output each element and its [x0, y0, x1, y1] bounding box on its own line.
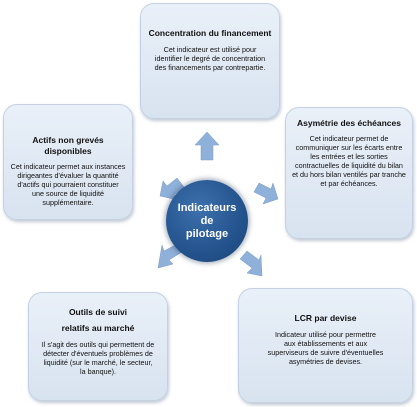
desc-line: liquidité (sur le marché, le secteur, [43, 358, 153, 367]
arrow-down-right [239, 250, 263, 277]
desc-line: Cet indicateur permet aux instances [10, 162, 126, 171]
desc-line: aux établissements et aux [283, 339, 368, 348]
desc-line: dirigeantes d'évaluer la quantité [17, 171, 119, 180]
box-asymetrie-echeances: Asymétrie des échéances Cet indicateur p… [285, 107, 413, 239]
desc-line: d'actifs qui pourraient constituer [17, 180, 119, 189]
desc-line: superviseurs de suivre d'éventuelles [267, 348, 384, 357]
box-title-line1: Outils de suivi [68, 307, 128, 317]
box-actifs-non-greves: Actifs non grevés disponibles Cet indica… [3, 104, 133, 220]
box-concentration-financement: Concentration du financement Cet indicat… [140, 3, 280, 119]
desc-line: la banque). [80, 367, 116, 376]
desc-line: Cet indicateur permet de [309, 134, 389, 143]
box-title: Concentration du financement [148, 28, 272, 38]
desc-line: des financements par contrepartie. [154, 63, 266, 72]
box-title: LCR par devise [294, 313, 357, 323]
arrow-right [253, 182, 279, 205]
center-label-line1: Indicateurs [177, 201, 237, 214]
box-outils-suivi-marche: Outils de suivi relatifs au marché Il s'… [28, 292, 168, 401]
center-label-line3: pilotage [185, 227, 229, 240]
box-title: Asymétrie des échéances [297, 118, 401, 128]
desc-line: asymétries de devises. [288, 357, 363, 366]
box-title: Actifs non grevés disponibles [32, 135, 104, 156]
center-circle-indicateurs-pilotage: Indicateurs de pilotage [166, 180, 248, 262]
desc-line: et du hors bilan ventilés par tranche [292, 170, 406, 179]
desc-line: supplémentaire. [42, 198, 94, 207]
desc-line: Indicateur utilisé pour permettre [274, 330, 377, 339]
desc-line: Il s'agit des outils qui permettent de [41, 340, 155, 349]
desc-line: une source de liquidité [32, 189, 104, 198]
box-title-line2: relatifs au marché [61, 323, 135, 333]
box-description: Cet indicateur est utilisé pour identifi… [147, 45, 273, 72]
desc-line: et par échéances. [320, 179, 378, 188]
box-lcr-par-devise: LCR par devise Indicateur utilisé pour p… [238, 288, 413, 403]
desc-line: détecter d'éventuels problèmes de [43, 349, 153, 358]
box-description: Cet indicateur permet de communiquer sur… [290, 134, 408, 188]
box-description: Il s'agit des outils qui permettent de d… [34, 340, 162, 376]
desc-line: communiquer sur les écarts entre [295, 143, 403, 152]
center-label-line2: de [200, 214, 214, 227]
desc-line: contractuelles de liquidité du bilan [295, 161, 403, 170]
desc-line: les entrées et les sorties [310, 152, 388, 161]
box-description: Cet indicateur permet aux instances diri… [9, 162, 127, 207]
desc-line: Cet indicateur est utilisé pour [163, 45, 257, 54]
desc-line: identifier le degré de concentration [154, 54, 266, 63]
arrow-up [194, 131, 220, 161]
box-description: Indicateur utilisé pour permettre aux ét… [245, 330, 406, 366]
